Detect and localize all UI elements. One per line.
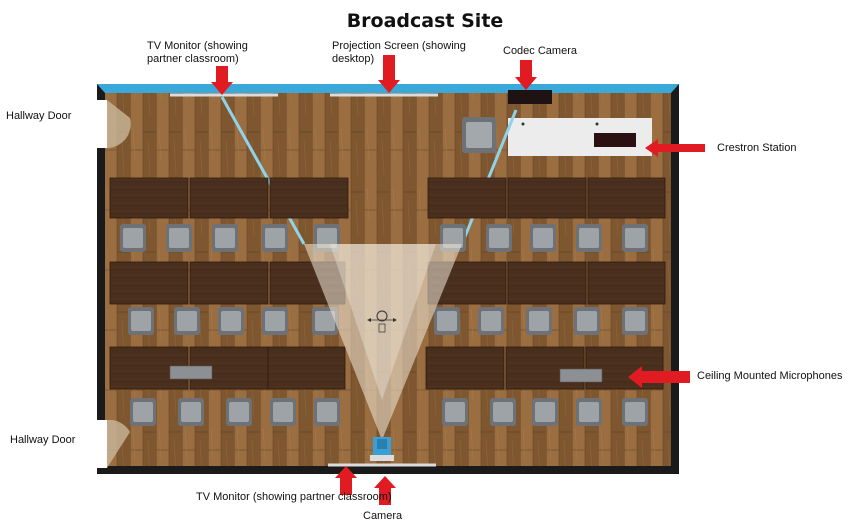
chair-icon: [622, 398, 648, 426]
chair-icon: [128, 307, 154, 335]
arrow-codec-camera: [515, 60, 537, 90]
desk: [505, 346, 585, 390]
hallway-door-bottom-icon: [97, 419, 130, 468]
desk: [189, 261, 269, 305]
desk: [587, 177, 666, 219]
label-hallway-door-bottom: Hallway Door: [10, 434, 76, 446]
desk: [507, 261, 587, 305]
teacher-chair-icon: [462, 117, 496, 153]
chair-icon: [532, 398, 558, 426]
arrow-projection-screen: [378, 55, 400, 93]
chair-icon: [270, 398, 296, 426]
sightline-left: [220, 96, 306, 245]
ceiling-mic-left-icon: [169, 365, 213, 380]
chair-icon: [526, 307, 552, 335]
chair-icon: [262, 307, 288, 335]
label-camera: Camera: [363, 510, 403, 522]
crestron-station-device: [594, 133, 636, 147]
chair-icon: [622, 307, 648, 335]
desk: [267, 346, 346, 390]
desk: [425, 346, 505, 390]
arrow-camera: [374, 476, 396, 505]
title: Broadcast Site: [346, 10, 504, 32]
desk: [269, 177, 349, 219]
chair-icon: [486, 224, 512, 252]
chair-icon: [178, 398, 204, 426]
chair-icon: [174, 307, 200, 335]
chair-icon: [130, 398, 156, 426]
chair-icon: [576, 398, 602, 426]
rear-camera-icon: [370, 437, 394, 461]
center-marker-icon: [367, 310, 397, 333]
label-crestron-station: Crestron Station: [717, 142, 797, 154]
chair-icon: [314, 398, 340, 426]
codec-camera-device: [508, 90, 552, 104]
label-tv-monitor-bottom: TV Monitor (showing partner classroom): [196, 491, 392, 503]
arrow-crestron-station: [645, 139, 705, 157]
desk: [427, 177, 507, 219]
chair-icon: [218, 307, 244, 335]
label-codec-camera: Codec Camera: [503, 45, 577, 57]
desk-group: [109, 177, 666, 390]
chair-icon: [120, 224, 146, 252]
desk: [587, 261, 666, 305]
camera-view-cone: [304, 244, 462, 440]
desk: [189, 177, 269, 219]
chair-icon: [212, 224, 238, 252]
chair-icon: [434, 307, 460, 335]
chair-icon: [312, 307, 338, 335]
label-tv-monitor-top: TV Monitor (showing partner classroom): [147, 40, 248, 65]
label-projection-screen: Projection Screen (showing desktop): [332, 40, 466, 65]
desk: [507, 177, 587, 219]
label-hallway-door-top: Hallway Door: [6, 110, 72, 122]
desk: [109, 177, 189, 219]
ceiling-mic-right-icon: [559, 368, 603, 383]
sightline-right: [460, 109, 518, 245]
chair-icon: [442, 398, 468, 426]
label-ceiling-mics: Ceiling Mounted Microphones: [697, 370, 843, 382]
chair-icon: [622, 224, 648, 252]
chair-icon: [226, 398, 252, 426]
chair-icon: [530, 224, 556, 252]
chair-icon: [574, 307, 600, 335]
hallway-door-top-icon: [97, 100, 131, 148]
chair-icon: [262, 224, 288, 252]
chair-icon: [166, 224, 192, 252]
desk: [109, 261, 189, 305]
arrow-ceiling-mics: [628, 366, 690, 388]
chair-icon: [490, 398, 516, 426]
arrow-tv-monitor-bottom: [335, 466, 357, 495]
chair-icon: [576, 224, 602, 252]
arrow-tv-monitor-top: [211, 66, 233, 95]
chair-group: [120, 224, 648, 426]
chair-icon: [478, 307, 504, 335]
